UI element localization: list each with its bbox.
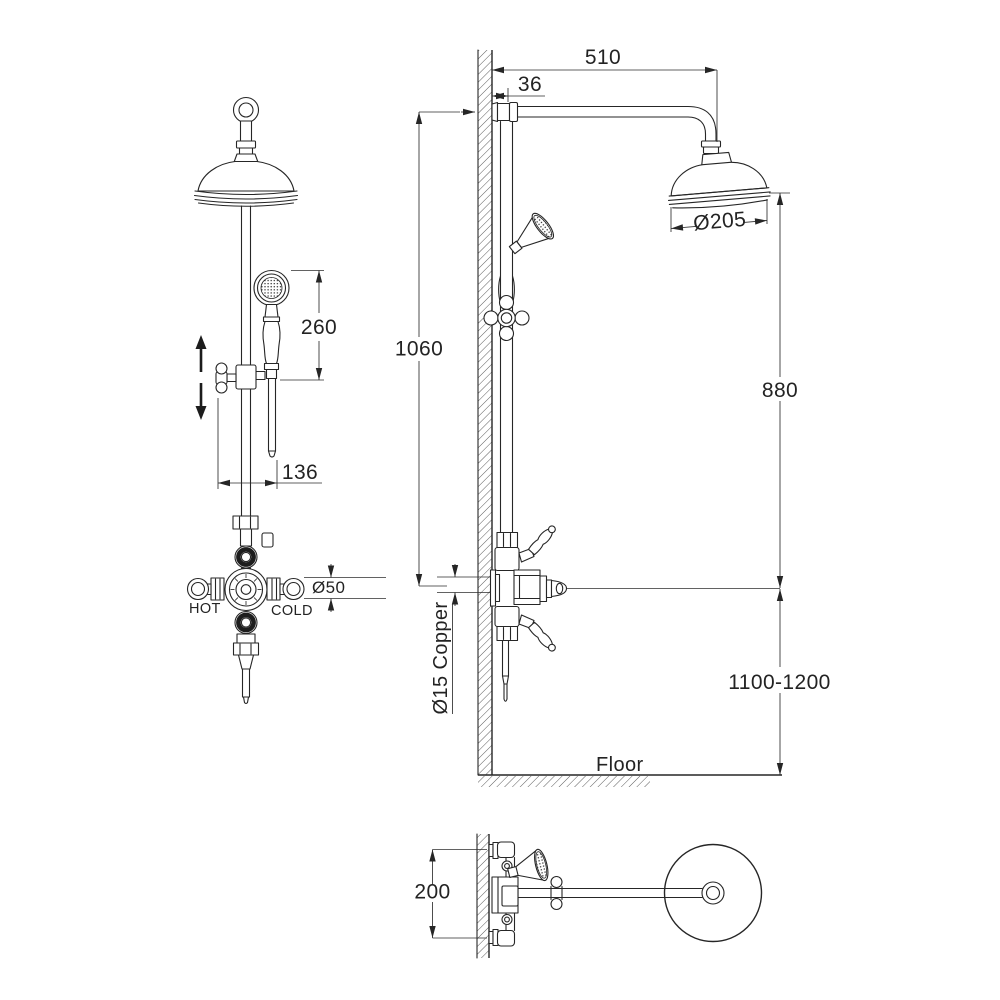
front-riser-pipe bbox=[240, 205, 252, 517]
dim-136-text: 136 bbox=[282, 461, 318, 484]
side-hand-shower bbox=[508, 212, 555, 255]
dim-1060-text: 1060 bbox=[395, 338, 443, 361]
side-slider-cross-knob bbox=[483, 294, 530, 342]
plan-hand-shower bbox=[507, 848, 549, 882]
floor-label: Floor bbox=[596, 754, 644, 776]
side-shower-head bbox=[667, 151, 771, 209]
plan-bottom-inlet bbox=[488, 912, 516, 947]
dim-15-copper-text: Ø15 Copper bbox=[430, 602, 452, 715]
upper-lever-handle bbox=[527, 525, 556, 556]
dim-200-text: 200 bbox=[414, 881, 450, 904]
dim-1100-1200-text: 1100-1200 bbox=[728, 671, 830, 694]
front-shower-head bbox=[193, 160, 299, 207]
plan-shower-head bbox=[663, 843, 763, 943]
front-hand-shower bbox=[253, 269, 290, 458]
hot-label: HOT bbox=[189, 601, 221, 617]
lower-lever-handle bbox=[527, 621, 556, 652]
dim-205-text: Ø205 bbox=[692, 208, 747, 235]
dim-50-text: Ø50 bbox=[312, 578, 345, 597]
dimension-205: Ø205 bbox=[670, 199, 768, 235]
dimension-880-and-1100-1200: 880 1100-1200 bbox=[566, 192, 830, 775]
front-valve bbox=[186, 515, 305, 705]
cold-label: COLD bbox=[271, 603, 313, 619]
dimension-510: 510 bbox=[492, 46, 718, 142]
front-slider-bracket bbox=[215, 362, 266, 394]
dim-260-text: 260 bbox=[301, 316, 337, 339]
dimension-200: 200 bbox=[414, 849, 487, 939]
floor: Floor bbox=[478, 754, 782, 787]
side-valve bbox=[489, 525, 568, 702]
valve-knurl-ticks bbox=[230, 574, 262, 605]
slider-direction-arrows bbox=[195, 335, 207, 420]
dimension-36: 36 bbox=[492, 73, 545, 102]
dim-510-text: 510 bbox=[585, 46, 621, 69]
dimension-260: 260 bbox=[280, 270, 337, 381]
plan-view: 200 bbox=[414, 833, 763, 959]
dimension-1060: 1060 bbox=[395, 108, 475, 587]
plan-wall bbox=[476, 833, 490, 959]
plan-shower-arm bbox=[517, 887, 703, 899]
side-view: Floor bbox=[395, 46, 830, 787]
dim-36-text: 36 bbox=[518, 73, 542, 96]
dimension-50: Ø50 bbox=[304, 564, 386, 612]
front-view: 260 136 Ø50 HOT COLD bbox=[186, 96, 386, 705]
dimension-136: 136 bbox=[217, 398, 322, 489]
copper-pipe-callout: Ø15 Copper bbox=[430, 564, 491, 714]
copper-supply-pipe bbox=[501, 639, 510, 702]
dim-880-text: 880 bbox=[762, 379, 798, 402]
side-shower-arm bbox=[491, 101, 722, 155]
plan-valve bbox=[491, 876, 519, 914]
front-wall-mount bbox=[232, 96, 260, 166]
plan-slider-bracket bbox=[550, 875, 563, 911]
side-wall bbox=[477, 49, 493, 776]
